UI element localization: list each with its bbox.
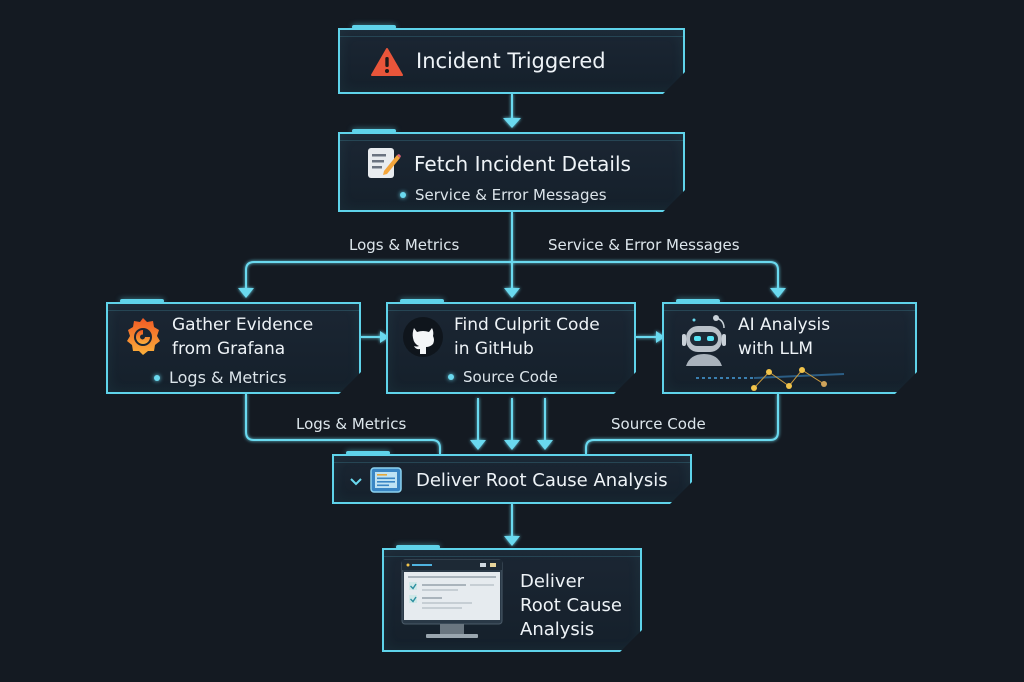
node-deliver-final[interactable]: Deliver Root Cause Analysis	[382, 548, 642, 652]
github-icon	[402, 316, 444, 358]
node-tab	[396, 545, 440, 549]
edge-ai-deliver	[585, 394, 779, 454]
node-title-line2: in GitHub	[454, 339, 534, 359]
bullet-dot	[154, 375, 160, 381]
node-title-line1: AI Analysis	[738, 315, 831, 335]
arrowhead	[504, 288, 520, 298]
edge-label-top-left: Logs & Metrics	[349, 236, 460, 254]
node-title: Incident Triggered	[416, 49, 606, 73]
edge-label-top-right: Service & Error Messages	[548, 236, 740, 254]
node-tab	[346, 451, 390, 455]
edge-label-bottom-right: Source Code	[611, 415, 706, 433]
arrowhead	[238, 288, 254, 298]
node-title-line2: from Grafana	[172, 339, 286, 359]
arrowhead	[537, 440, 553, 450]
node-title-line2: with LLM	[738, 339, 814, 359]
node-bullet: Source Code	[448, 368, 558, 386]
node-tab	[120, 299, 164, 303]
notepad-icon	[366, 146, 402, 180]
arrowhead	[656, 331, 665, 343]
network-graph-decoration	[694, 366, 864, 392]
robot-icon	[676, 310, 734, 368]
node-bullet: Service & Error Messages	[400, 186, 607, 204]
node-tab	[352, 129, 396, 133]
node-tab	[400, 299, 444, 303]
node-title-line3: Analysis	[520, 619, 595, 640]
warning-icon	[370, 47, 404, 77]
node-deliver-rca[interactable]: Deliver Root Cause Analysis	[332, 454, 692, 504]
node-title-line1: Find Culprit Code	[454, 315, 600, 335]
node-bullet: Logs & Metrics	[154, 368, 287, 387]
node-github[interactable]: Find Culprit Code in GitHub Source Code	[386, 302, 636, 394]
edge-fetch-grafana	[245, 261, 512, 294]
node-title-line1: Deliver	[520, 571, 585, 592]
edge-grafana-deliver	[245, 394, 441, 454]
node-grafana[interactable]: Gather Evidence from Grafana Logs & Metr…	[106, 302, 361, 394]
report-icon	[370, 467, 402, 493]
arrowhead	[380, 331, 389, 343]
bullet-dot	[448, 374, 454, 380]
node-fetch-details[interactable]: Fetch Incident Details Service & Error M…	[338, 132, 685, 212]
chevron-down-icon[interactable]	[350, 478, 362, 486]
node-incident-triggered[interactable]: Incident Triggered	[338, 28, 685, 94]
arrowhead	[504, 440, 520, 450]
arrowhead	[503, 118, 521, 128]
node-tab	[676, 299, 720, 303]
monitor-icon	[400, 558, 504, 644]
node-title: Fetch Incident Details	[414, 152, 631, 176]
bullet-text: Logs & Metrics	[169, 368, 287, 387]
node-ai-analysis[interactable]: AI Analysis with LLM	[662, 302, 917, 394]
node-tab	[352, 25, 396, 29]
node-title-line1: Gather Evidence	[172, 315, 314, 335]
arrowhead	[504, 536, 520, 546]
arrowhead	[770, 288, 786, 298]
bullet-text: Source Code	[463, 368, 558, 386]
edge-fetch-ai	[512, 261, 779, 294]
node-title-line2: Root Cause	[520, 595, 622, 616]
node-title: Deliver Root Cause Analysis	[416, 470, 668, 491]
bullet-dot	[400, 192, 406, 198]
arrowhead	[470, 440, 486, 450]
grafana-icon	[124, 316, 162, 356]
edge-label-bottom-left: Logs & Metrics	[296, 415, 407, 433]
bullet-text: Service & Error Messages	[415, 186, 607, 204]
